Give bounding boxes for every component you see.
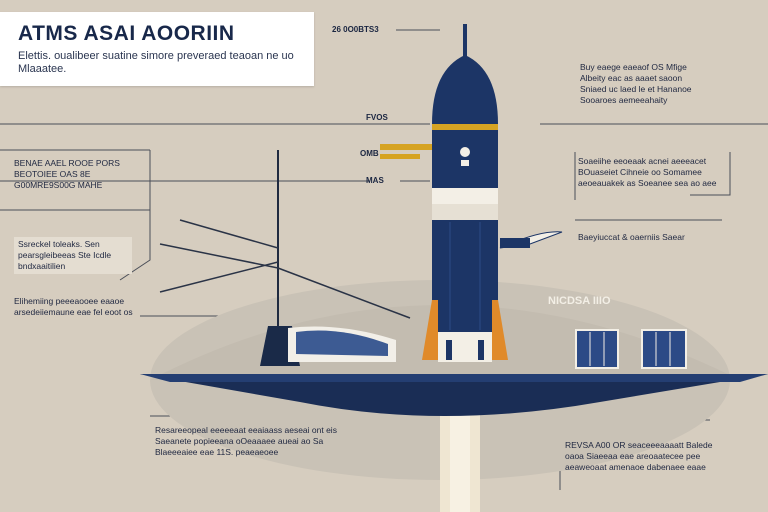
station-label: NICDSA IIIO <box>548 295 611 307</box>
bottom-right-label: REVSA A00 OR seaceeeaaaatt Balede oaoa S… <box>565 440 713 472</box>
left-label-3: Elihemiing peeeaooee eaaoe arsedeiiemaun… <box>14 296 133 317</box>
rocket-tag-1: FVOS <box>366 113 388 122</box>
rocket-tag-3: MAS <box>366 176 384 185</box>
page-subtitle: Elettis. oualibeer suatine simore prever… <box>18 50 294 75</box>
page-title: ATMS ASAI AOORIIN <box>18 22 235 45</box>
left-label-1: BENAE AAEL ROOE PORS BEOTOIEE OAS 8E G00… <box>14 158 120 190</box>
station-solar-panels <box>575 329 687 369</box>
right-label-1: Buy eaege eaeaof OS Mfige Albeity eac as… <box>580 62 692 105</box>
top-center-label: 26 0O0BTS3 <box>332 25 379 34</box>
solar-array <box>296 330 388 356</box>
rocket <box>422 24 508 362</box>
right-label-3: Baeyiuccat & oaerniis Saear <box>578 232 685 242</box>
right-label-2: Soaeiihe eeoeaak acnei aeeeacet BOuaseie… <box>578 156 717 188</box>
leader-line <box>690 152 731 196</box>
launch-platform <box>140 374 768 416</box>
rocket-tag-2: OMB <box>360 149 379 158</box>
title-panel <box>0 12 314 86</box>
platform-top <box>140 374 768 382</box>
left-label-2: Ssreckel toleaks. Sen pearsgleibeeas Ste… <box>14 237 132 274</box>
bottom-left-label: Resareeopeal eeeeeaat eeaiaass aeseai on… <box>155 425 337 457</box>
exhaust-core <box>450 410 470 512</box>
tag-bar <box>380 144 432 150</box>
space-plane-body <box>500 238 530 248</box>
tag-bar <box>380 154 420 159</box>
